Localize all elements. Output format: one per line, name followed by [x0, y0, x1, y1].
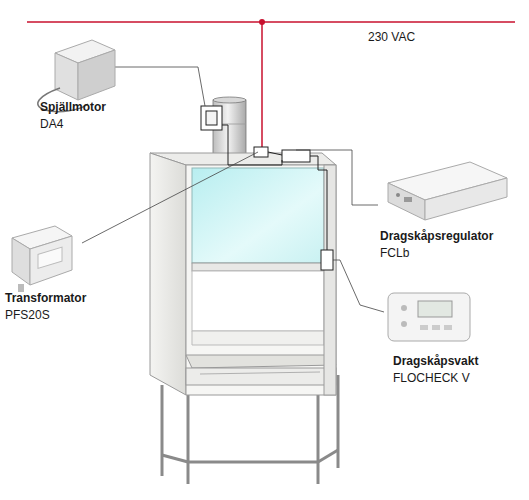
voltage-label: 230 VAC [368, 30, 415, 44]
part-name: Spjällmotor [40, 100, 106, 114]
junction-dot [259, 19, 265, 25]
fume-hood-controller [388, 162, 507, 220]
power-line [27, 22, 515, 150]
mounted-devices [201, 106, 333, 270]
part-name: Dragskåpsvakt [393, 354, 478, 368]
model-number: DA4 [40, 117, 63, 131]
part-name: Dragskåpsregulator [380, 229, 493, 243]
fume-hood-monitor [388, 293, 470, 341]
model-number: FCLb [380, 246, 409, 260]
wiring [222, 125, 327, 250]
fume-hood [150, 153, 336, 395]
model-number: PFS20S [5, 308, 50, 322]
part-name: Transformator [5, 291, 86, 305]
model-number: FLOCHECK V [393, 371, 470, 385]
leader-lines [82, 67, 384, 312]
transformer [12, 226, 72, 292]
